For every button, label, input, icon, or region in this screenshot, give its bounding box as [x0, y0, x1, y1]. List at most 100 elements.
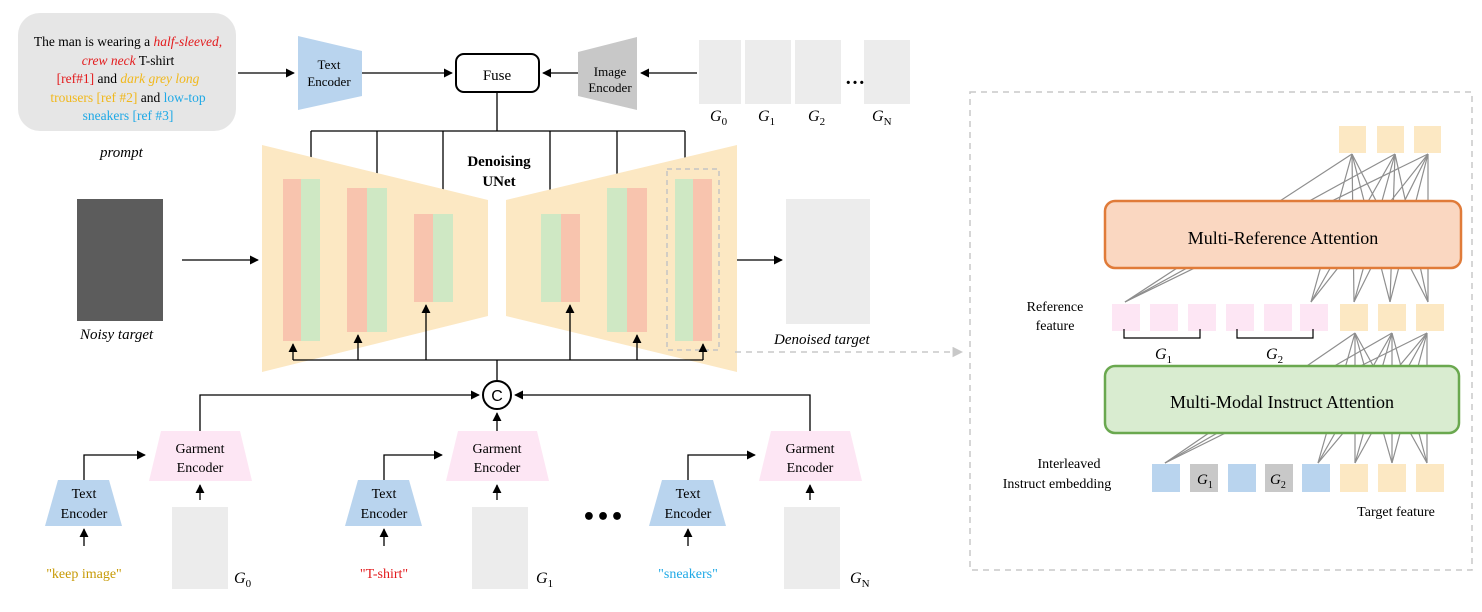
- text-encoder-bottom-0: [45, 480, 122, 526]
- text-encoder-bottom-1: [345, 480, 422, 526]
- instruct-token-g2: [1265, 464, 1293, 492]
- up-block-3-attn: [693, 179, 712, 341]
- up-block-3-res: [675, 179, 693, 341]
- concat-node: [482, 380, 512, 410]
- gallery-image-n: [864, 40, 910, 104]
- down-block-1-attn: [283, 179, 301, 341]
- text-encoder-bottom-n-label2: Encoder: [665, 507, 712, 522]
- bracket-g2: [1236, 329, 1314, 339]
- gallery-image-1: [745, 40, 791, 104]
- garment-encoder-n: [759, 431, 862, 481]
- instruct-g1-label: G1: [1197, 472, 1213, 491]
- text-encoder-top-label2: Encoder: [307, 74, 351, 89]
- garment-label-n: GN: [850, 570, 870, 590]
- text-encoder-top-label1: Text: [318, 57, 341, 72]
- unet-title-1: Denoising: [467, 154, 531, 170]
- ref-token-6: [1300, 304, 1328, 331]
- up-block-1-res: [541, 214, 561, 302]
- down-block-3-attn: [414, 214, 433, 302]
- text-encoder-bottom-n: [649, 480, 726, 526]
- target-mid-token-3: [1416, 304, 1444, 331]
- garment-encoder-1-label2: Encoder: [474, 461, 521, 476]
- caption-sneakers: "sneakers": [658, 567, 718, 582]
- text-encoder-bottom-0-label2: Encoder: [61, 507, 108, 522]
- down-block-1-res: [301, 179, 320, 341]
- interleaved-label2: Instruct embedding: [1003, 477, 1111, 492]
- text-encoder-bottom-n-label1: Text: [676, 487, 701, 502]
- denoised-target-label: Denoised target: [774, 332, 870, 348]
- text-encoder-top: [298, 36, 362, 110]
- target-mid-token-2: [1378, 304, 1406, 331]
- garment-encoder-0: [149, 431, 252, 481]
- up-block-1-attn: [561, 214, 580, 302]
- unet-title-2: UNet: [482, 174, 515, 190]
- garment-encoder-0-label1: Garment: [176, 442, 225, 457]
- ref-token-5: [1264, 304, 1292, 331]
- gallery-label-n: GN: [872, 108, 892, 128]
- image-encoder-label2: Encoder: [588, 80, 632, 95]
- reference-feature-label2: feature: [1036, 319, 1075, 334]
- instruct-token-1: [1152, 464, 1180, 492]
- garment-image-n: [784, 507, 840, 589]
- prompt-highlight-trousers: dark grey long: [120, 71, 200, 86]
- multi-reference-attention-block: [1103, 199, 1463, 270]
- garment-encoder-1: [446, 431, 549, 481]
- instruct-token-2: [1228, 464, 1256, 492]
- up-block-2-attn: [627, 188, 647, 332]
- garment-label-0: G0: [234, 570, 252, 590]
- noisy-target-image: [77, 199, 163, 321]
- textn-to-garmentn: [687, 450, 756, 480]
- mra-label: Multi-Reference Attention: [1188, 228, 1378, 248]
- down-block-2-res: [367, 188, 387, 332]
- garment-0-to-concat: [199, 390, 480, 431]
- caption-tshirt: "T-shirt": [360, 567, 408, 582]
- target-mid-token-1: [1340, 304, 1368, 331]
- ref-token-3: [1188, 304, 1216, 331]
- image-encoder-label1: Image: [594, 64, 627, 79]
- target-bottom-token-1: [1340, 464, 1368, 492]
- text-encoder-bottom-1-label2: Encoder: [361, 507, 408, 522]
- prompt-box: [18, 13, 236, 131]
- fuse-label: Fuse: [483, 68, 512, 84]
- prompt-label: prompt: [100, 145, 143, 161]
- text-encoder-bottom-1-label1: Text: [372, 487, 397, 502]
- noisy-target-label: Noisy target: [80, 327, 154, 343]
- prompt-ref3: sneakers [ref #3]: [82, 108, 174, 123]
- target-bottom-token-2: [1378, 464, 1406, 492]
- garment-encoder-n-label2: Encoder: [787, 461, 834, 476]
- down-block-3-res: [433, 214, 453, 302]
- bracket-g1-label: G1: [1155, 346, 1172, 366]
- garment-label-1: G1: [536, 570, 553, 590]
- ref-token-4: [1226, 304, 1254, 331]
- garment-image-0: [172, 507, 228, 589]
- gallery-label-1: G1: [758, 108, 775, 128]
- up-block-2-res: [607, 188, 627, 332]
- text0-to-garment0: [83, 450, 146, 480]
- gallery-ellipsis: …: [845, 67, 865, 89]
- prompt-part: The man is wearing a: [33, 34, 154, 49]
- ref-token-1: [1112, 304, 1140, 331]
- gallery-image-0: [699, 40, 741, 104]
- target-bottom-token-3: [1416, 464, 1444, 492]
- prompt-highlight-shirt: half-sleeved, crew neck: [81, 34, 223, 68]
- text1-to-garment1: [383, 450, 443, 480]
- multi-modal-instruct-attention-block: [1103, 364, 1461, 435]
- ref-token-2: [1150, 304, 1178, 331]
- prompt-text: The man is wearing a half-sleeved, crew …: [30, 33, 226, 126]
- bracket-g2-label: G2: [1266, 346, 1283, 366]
- prompt-highlight-sneakers: low-top: [163, 89, 206, 105]
- garment-encoder-1-label1: Garment: [473, 442, 522, 457]
- bracket-g1: [1123, 329, 1201, 339]
- garment-n-to-concat: [514, 390, 811, 431]
- garment-image-1: [472, 507, 528, 589]
- instruct-token-g1: [1190, 464, 1218, 492]
- instruct-token-3: [1302, 464, 1330, 492]
- instruct-g2-label: G2: [1270, 472, 1286, 491]
- prompt-part: and: [137, 89, 164, 105]
- output-token-1: [1339, 126, 1366, 153]
- gallery-label-2: G2: [808, 108, 825, 128]
- garment-encoder-0-label2: Encoder: [177, 461, 224, 476]
- target-feature-label: Target feature: [1357, 505, 1435, 520]
